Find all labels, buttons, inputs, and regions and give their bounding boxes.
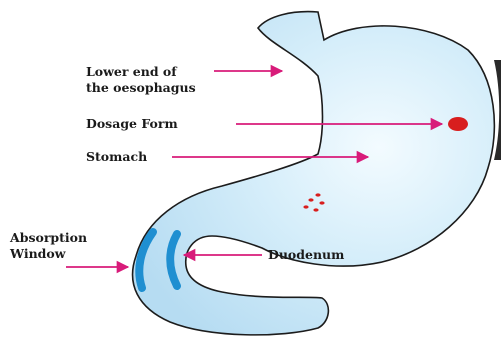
absorption-label-line2: Window bbox=[10, 246, 87, 262]
right-edge-shadow bbox=[494, 60, 501, 160]
dosage-form-label: Dosage Form bbox=[86, 116, 178, 132]
dosage-form-tablet bbox=[448, 117, 468, 131]
absorption-label-line1: Absorption bbox=[10, 230, 87, 246]
esophagus-label-line2: the oesophagus bbox=[86, 80, 196, 96]
esophagus-label: Lower end of the oesophagus bbox=[86, 64, 196, 96]
stomach-label: Stomach bbox=[86, 149, 147, 165]
duodenum-label: Duodenum bbox=[268, 247, 344, 263]
absorption-window-label: Absorption Window bbox=[10, 230, 87, 262]
stomach-outline bbox=[133, 12, 495, 335]
esophagus-label-line1: Lower end of bbox=[86, 64, 196, 80]
